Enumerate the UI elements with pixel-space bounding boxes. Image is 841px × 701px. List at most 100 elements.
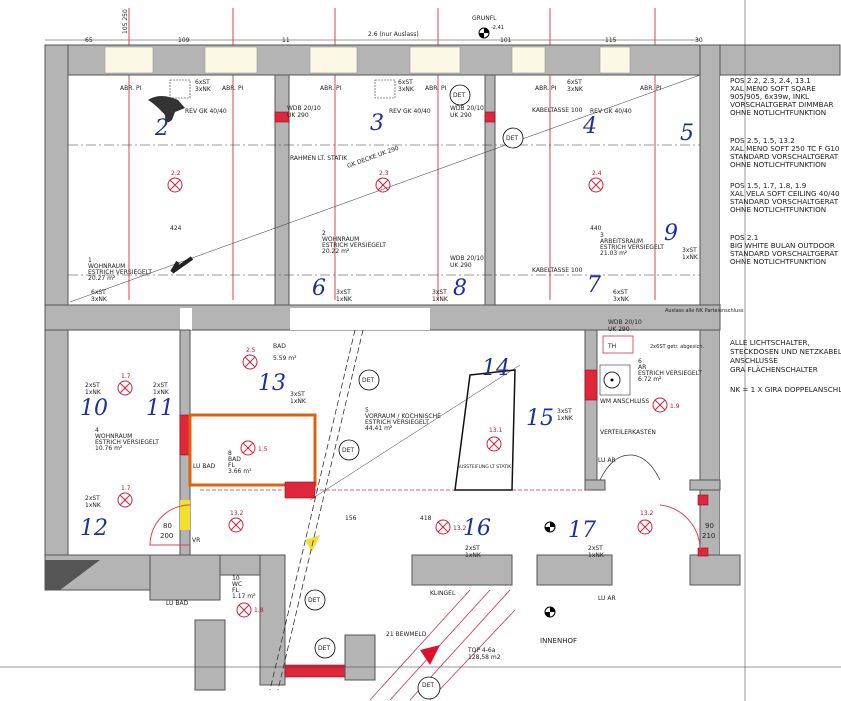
abr-label: ABR. PI: [120, 85, 142, 92]
svg-text:21.03 m²: 21.03 m²: [600, 250, 628, 257]
svg-text:4: 4: [95, 427, 99, 434]
svg-text:XAL MENO SOFT SQARE: XAL MENO SOFT SQARE: [730, 84, 816, 93]
dim-top-3: 109: [178, 37, 190, 44]
svg-text:DET: DET: [318, 645, 330, 652]
detail-marker: DET: [449, 84, 471, 106]
svg-text:STANDARD VORSCHALTGERAT: STANDARD VORSCHALTGERAT: [730, 197, 839, 206]
wdb-label: WDB 20/10: [608, 319, 642, 326]
svg-text:44.41 m²: 44.41 m²: [365, 425, 393, 432]
rahmen-label: RAHMEN LT. STATIK: [290, 155, 348, 162]
svg-text:20.22 m²: 20.22 m²: [322, 248, 350, 255]
level-marker-icon: [544, 606, 556, 618]
svg-text:DET: DET: [506, 135, 518, 142]
svg-text:POS 2.2, 2.3, 2.4, 13.1: POS 2.2, 2.3, 2.4, 13.1: [730, 76, 811, 85]
svg-text:ESTRICH VERSIEGELT: ESTRICH VERSIEGELT: [365, 419, 429, 426]
svg-text:STANDARD VORSCHALTGERAT: STANDARD VORSCHALTGERAT: [730, 249, 839, 258]
socket-label: 1xNK: [682, 254, 699, 261]
svg-text:BIG WHITE BULAN OUTDOOR: BIG WHITE BULAN OUTDOOR: [730, 241, 835, 250]
aussteifung-label: AUSSTEIFUNG LT STATIK: [457, 464, 512, 470]
handwritten-number: 8: [453, 276, 467, 301]
aussteifung-outline: [454, 369, 516, 491]
lu-bad-label: LU BAD: [193, 463, 216, 470]
dim-label: 418: [420, 515, 432, 522]
abr-label: ABR. PI: [320, 85, 342, 92]
socket-label: 3xST: [432, 289, 447, 296]
handwritten-number: 2: [154, 116, 169, 141]
socket-label: 1xNK: [336, 296, 353, 303]
dim-top-11: 115: [605, 37, 617, 44]
north-label: GRUNFL: [472, 15, 497, 22]
svg-text:1.17 m²: 1.17 m²: [232, 593, 256, 600]
lamp-label: 2.3: [379, 170, 389, 177]
socket-label: 1xNK: [557, 415, 574, 422]
abr-label: ABR. PI: [425, 85, 447, 92]
svg-text:DET: DET: [362, 377, 374, 384]
svg-text:NK = 1 X GIRA DOPPELANSCHLUSS: NK = 1 X GIRA DOPPELANSCHLUSS: [730, 385, 841, 394]
svg-text:5: 5: [365, 407, 369, 414]
abr-label: ABR. PI: [535, 85, 557, 92]
detail-marker: DET: [314, 637, 336, 659]
handwritten-number: 13: [258, 371, 286, 396]
door-width: 80: [163, 522, 172, 530]
svg-text:WOHNRAUM: WOHNRAUM: [88, 263, 125, 270]
window-height-label: 105 250: [122, 9, 129, 34]
socket-label: 3xNK: [567, 86, 584, 93]
auslass-label: Auslass alle NK Parteienschluss: [665, 308, 744, 314]
socket-label: 1xNK: [85, 502, 102, 509]
lamp-label: 13.2: [640, 510, 654, 517]
lamp-label: 1.8: [254, 607, 264, 614]
handwritten-number: 15: [526, 406, 554, 431]
socket-label: 2xST: [85, 495, 100, 502]
svg-text:XAL MENO SOFT 250 TC F G10: XAL MENO SOFT 250 TC F G10: [730, 144, 840, 153]
lamp-label: 1.7: [121, 373, 131, 380]
svg-text:STECKDOSEN UND NETZKABEL-: STECKDOSEN UND NETZKABEL-: [730, 347, 841, 356]
socket-label: 1xNK: [588, 552, 605, 559]
svg-text:STANDARD VORSCHALTGERAT: STANDARD VORSCHALTGERAT: [730, 152, 839, 161]
th-label: TH: [607, 343, 616, 350]
socket-label: 2xST: [588, 545, 603, 552]
socket-label: 6xST: [195, 79, 210, 86]
rev-label: REV GK 40/40: [185, 108, 227, 115]
socket-label: 3xST: [682, 247, 697, 254]
klingel-label: KLINGEL: [430, 590, 456, 597]
socket-label: 6xST: [91, 289, 106, 296]
dim-top-13: 30: [695, 37, 703, 44]
lamp-label: 1.9: [670, 403, 680, 410]
dim-top-5: 11: [282, 37, 290, 44]
uk-label: UK 290: [450, 112, 472, 119]
stair-hatching: [369, 589, 516, 701]
detail-marker: DET: [338, 439, 360, 461]
svg-text:ESTRICH VERSIEGELT: ESTRICH VERSIEGELT: [95, 439, 159, 446]
socket-label: 2xST: [153, 382, 168, 389]
svg-text:OHNE NOTLICHTFUNKTION: OHNE NOTLICHTFUNKTION: [730, 160, 826, 169]
svg-text:1: 1: [88, 257, 92, 264]
handwritten-number: 10: [80, 396, 108, 421]
rev-label: REV GK 40/40: [389, 108, 431, 115]
svg-text:POS 2.5, 1.5, 13.2: POS 2.5, 1.5, 13.2: [730, 136, 795, 145]
svg-text:2: 2: [322, 230, 326, 237]
lu-ar-label: LU AR: [598, 595, 616, 602]
socket-label: 6xST: [398, 79, 413, 86]
abr-label: ABR. PI: [222, 85, 244, 92]
svg-text:WOHNRAUM: WOHNRAUM: [95, 433, 132, 440]
lamp-label: 2.2: [171, 170, 181, 177]
lamp-label: 13.1: [489, 427, 503, 434]
innenhof-label: INNENHOF: [540, 637, 577, 645]
handwritten-number: 7: [587, 273, 601, 298]
svg-text:5.59 m²: 5.59 m²: [273, 355, 297, 362]
washing-machine-icon: [599, 364, 631, 396]
svg-text:DET: DET: [342, 447, 354, 454]
svg-text:10.76 m²: 10.76 m²: [95, 445, 123, 452]
svg-text:8: 8: [228, 450, 232, 457]
arrow-scribble-icon: [170, 256, 194, 274]
level-marker-icon: [478, 27, 490, 39]
svg-text:DET: DET: [422, 682, 434, 689]
socket-label: 3xNK: [195, 86, 212, 93]
